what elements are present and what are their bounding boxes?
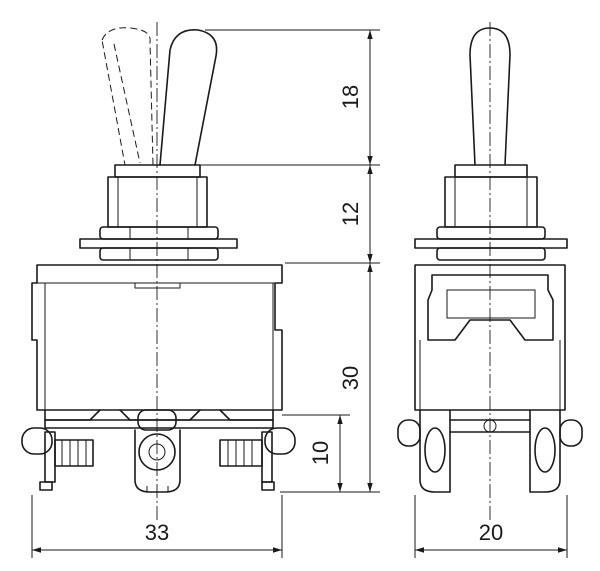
front-body [31,264,283,411]
side-body [414,264,566,411]
side-nut-washer [414,226,568,261]
side-bushing [444,164,538,228]
dimension-lines [31,29,568,558]
dim-terminal-height-label: 10 [308,441,333,465]
front-lever-alt-position [101,27,154,166]
dim-body-height-label: 30 [338,366,363,390]
dim-side-width-label: 20 [479,520,503,545]
dim-body-width-label: 33 [145,520,169,545]
dim-lever-height-label: 18 [338,85,363,109]
side-view [397,22,583,520]
dim-bushing-height-label: 12 [338,202,363,226]
front-lever [159,29,218,166]
front-bushing [107,164,208,228]
front-nut-washer [79,226,238,261]
front-view [21,22,296,520]
front-terminals [21,409,296,493]
